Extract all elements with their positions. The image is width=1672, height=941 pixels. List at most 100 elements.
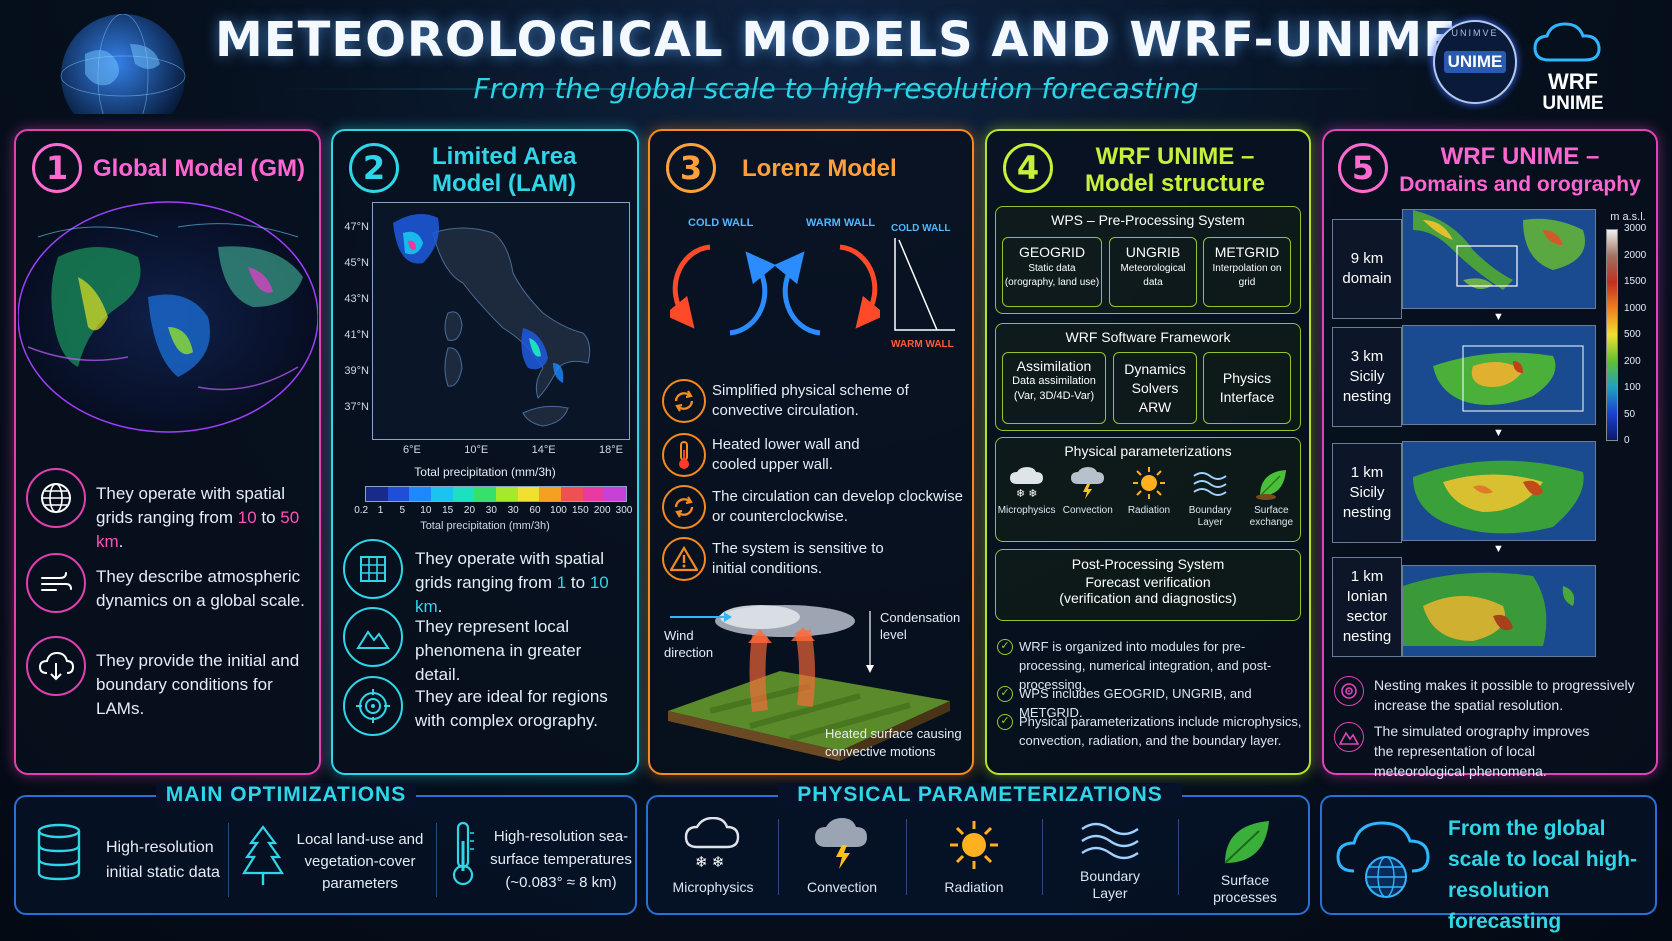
module-name: METGRID [1214,244,1280,260]
lam-text-phenomena: They represent local phenomena in greate… [415,617,582,684]
gm-text-conditions: They provide the initial and boundary co… [96,651,300,718]
sun-icon [1132,467,1165,499]
grid-icon [343,539,403,599]
legend-unit: m a.s.l. [1610,211,1646,223]
check-icon: ✓ [997,639,1013,655]
cold-wall-label: COLD WALL [688,217,754,229]
domain-label: 1 km Ionian sector nesting [1342,568,1392,645]
thermometer-icon [662,433,706,477]
domain-text-orography: The simulated orography improves the rep… [1374,723,1590,779]
panel-title-line2: Domains and orography [1399,173,1641,196]
divider [1042,819,1043,895]
ungrib-box: UNGRIB Meteorological data [1109,237,1197,307]
condensation-label: Condensation level [880,610,961,642]
lat-tick: 45°N [344,257,369,269]
phys-item: Radiation [906,817,1042,896]
cycle-icon [662,379,706,423]
domain-map-3km [1402,325,1596,425]
assimilation-box: Assimilation Data assimilation (Var, 3D/… [1002,352,1106,424]
svg-text:❄ ❄: ❄ ❄ [695,854,724,871]
module-desc: Meteorological data [1120,263,1186,288]
lat-tick: 39°N [344,365,369,377]
post-processing-box: Post-Processing System Forecast verifica… [995,549,1301,621]
panel-number: 4 [1003,143,1053,193]
colorbar-segment [409,487,432,501]
legend-tick: 3000 [1624,223,1647,234]
lorenz-text-scheme: Simplified physical scheme of convective… [712,382,909,419]
logo-text: UNIME [1443,51,1507,73]
main-optimizations-panel: MAIN OPTIMIZATIONS High-resolution initi… [14,783,637,915]
colorbar-tick: 15 [442,505,454,516]
module-name: GEOGRID [1018,244,1086,260]
circulation-diagram [663,235,887,345]
divider [778,819,779,895]
wrf-logo-line1: WRF [1547,69,1599,94]
panel-global-model: 1 Global Model (GM) They operate with sp… [14,129,321,775]
colorbar-tick: 150 [571,505,589,516]
pp-item: Surface exchange [1242,466,1300,529]
wrf-cloud-logo: WRF UNIME [1528,22,1618,116]
storm-cloud-icon [815,818,867,869]
check-text: Physical parameterizations include micro… [1019,714,1302,748]
metgrid-box: METGRID Interpolation on grid [1203,237,1291,307]
phys-label: Surface processes [1213,872,1277,905]
arrow-down: ▼ [1493,427,1504,439]
colorbar-tick: 20 [463,505,476,516]
cloud-icon [1533,22,1601,62]
logo-ring-text: UNIMVE [1451,28,1499,38]
divider [906,819,907,895]
optim-text: High-resolution sea-surface temperatures… [490,828,632,891]
lam-text-grid: They operate with spatial grids ranging … [415,549,609,616]
physics-box: Physical parameterizations ❄ ❄ Microphys… [995,437,1301,542]
panel-title-line1: WRF UNIME – [1440,143,1600,170]
lorenz-text-sensitive: The system is sensitive to initial condi… [712,540,884,577]
colorbar-segment [452,487,475,501]
mountain-icon [343,607,403,667]
heated-surface-label: Heated surface causing convective motion… [825,726,962,759]
domain-row: 1 km Sicily nesting [1332,443,1402,543]
pp-label: Radiation [1127,505,1171,516]
storm-cloud-icon [1070,467,1104,499]
phys-item: ❄ ❄ Microphysics [648,816,778,896]
pp-label: Boundary Layer [1188,505,1232,528]
phys-item: Convection [778,817,906,896]
convection-illustration [660,601,960,761]
wind-icon [26,553,86,613]
legend-tick: 100 [1624,382,1641,393]
domain-label: 3 km Sicily nesting [1342,348,1392,405]
leaf-icon [1224,821,1269,864]
module-desc: Static data (orography, land use) [1004,263,1100,288]
arrow-down: ▼ [1493,543,1504,555]
lat-tick: 43°N [344,293,369,305]
panel-title-line1: WRF UNIME – [1095,143,1255,170]
panel-title: Lorenz Model [742,155,897,182]
legend-tick: 2000 [1624,249,1647,261]
lorenz-text-circulation: The circulation can develop clockwise or… [712,488,963,525]
colorbar-tick: 200 [593,505,611,516]
snow-cloud-icon: ❄ ❄ [1009,467,1043,500]
framework-title: WRF Software Framework [1065,329,1231,345]
panel-title-line2: Model (LAM) [432,170,576,197]
gm-text-dynamics: They describe atmospheric dynamics on a … [96,567,305,610]
lon-tick: 18°E [599,444,623,456]
colorbar-tick: 60 [529,505,541,516]
post-line1: Forecast verification [1085,574,1211,590]
panel-number: 3 [666,143,716,193]
domain-map-9km [1402,209,1596,309]
pp-label: Surface exchange [1249,505,1294,528]
colorbar-tick: 1 [377,505,384,516]
unime-logo: UNIMVE UNIME [1433,20,1517,104]
colorbar-label: Total precipitation (mm/3h) [420,520,550,532]
sun-icon [950,821,998,869]
waves-icon [1081,822,1139,860]
domain-map-1km-sicily [1402,441,1596,541]
colorbar-segment [431,487,453,501]
colorbar-tick: 30 [507,505,519,516]
panel-number: 1 [32,143,82,193]
phys-item: Surface processes [1178,817,1312,906]
legend-tick: 0 [1624,435,1630,446]
colorbar-segment [561,487,583,501]
wind-direction-label: Wind direction [664,628,714,660]
